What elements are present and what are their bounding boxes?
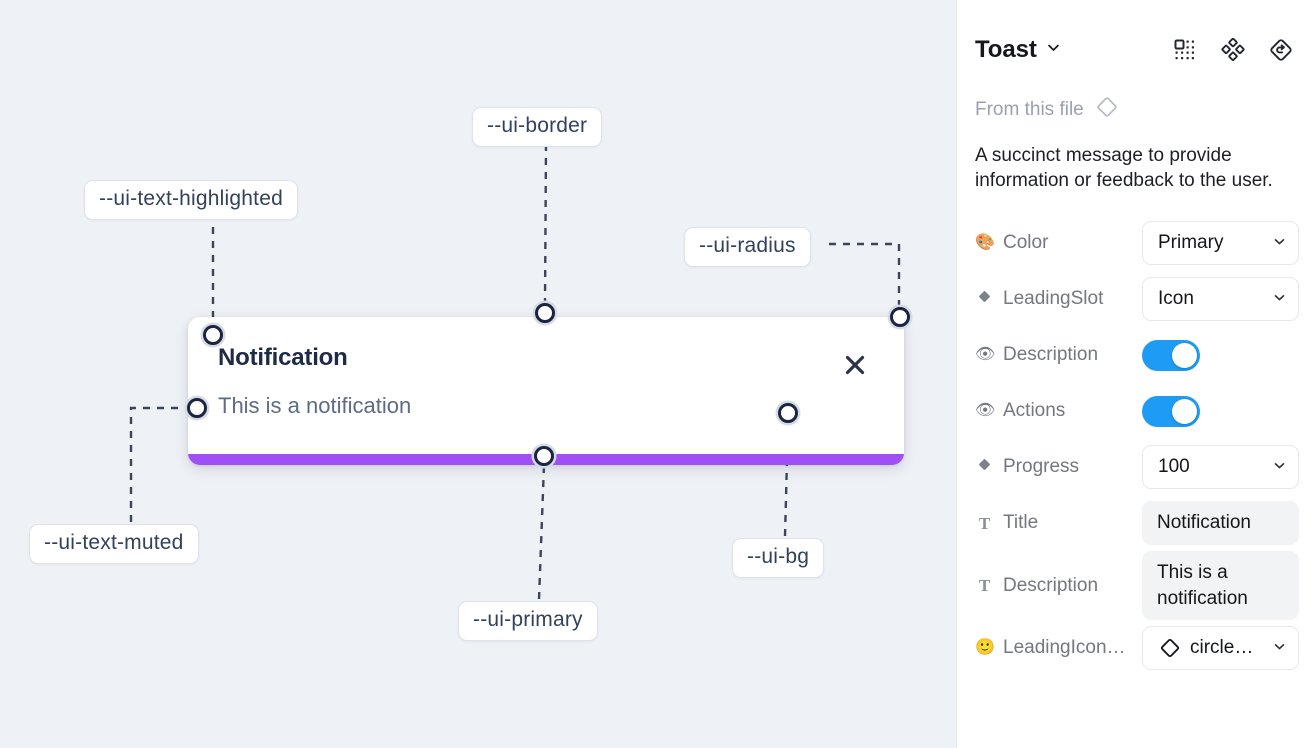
property-control-description-toggle	[1142, 339, 1299, 371]
annotation-chip-ui-border[interactable]: --ui-border	[472, 107, 603, 147]
reset-instance-icon[interactable]	[1268, 37, 1294, 63]
annotation-chip-ui-radius[interactable]: --ui-radius	[684, 227, 811, 267]
property-label-leadingicon: 🙂 LeadingIcon…	[975, 637, 1142, 659]
color-select[interactable]: Primary	[1142, 221, 1299, 266]
chevron-down-icon[interactable]	[1046, 40, 1061, 60]
handle-ui-primary[interactable]	[534, 446, 554, 466]
property-row-description-toggle: 👁 Description	[975, 327, 1294, 383]
color-select-value: Primary	[1158, 232, 1224, 254]
toast-component[interactable]: Notification This is a notification	[188, 317, 904, 465]
description-input[interactable]: This is a notification	[1142, 551, 1299, 621]
property-control-description-text: This is a notification	[1142, 551, 1299, 621]
chevron-down-icon	[1273, 640, 1286, 656]
property-label-text: Title	[1003, 512, 1039, 534]
property-control-actions-toggle	[1142, 395, 1299, 427]
property-label-text: LeadingSlot	[1003, 288, 1104, 310]
property-row-leadingslot: LeadingSlot Icon	[975, 271, 1299, 327]
text-icon: T	[978, 513, 991, 533]
property-label-color: 🎨 Color	[975, 232, 1142, 254]
properties-panel: Toast	[956, 0, 1312, 748]
property-label-text: LeadingIcon…	[1003, 637, 1126, 659]
diamond-icon	[1158, 636, 1182, 660]
progress-select[interactable]: 100	[1142, 445, 1299, 490]
annotation-chip-ui-bg[interactable]: --ui-bg	[732, 538, 825, 578]
property-row-title: T Title Notification	[975, 495, 1299, 551]
property-label-title: T Title	[975, 512, 1142, 534]
page-title: Toast	[975, 36, 1037, 63]
property-label-text: Description	[1003, 574, 1099, 596]
annotation-chip-ui-text-highlighted[interactable]: --ui-text-highlighted	[84, 180, 298, 220]
leadingslot-select[interactable]: Icon	[1142, 277, 1299, 322]
handle-ui-border[interactable]	[535, 303, 555, 323]
chevron-down-icon	[1273, 235, 1286, 251]
property-rows: 🎨 Color Primary	[975, 215, 1299, 676]
annotation-chip-ui-text-muted[interactable]: --ui-text-muted	[29, 524, 199, 564]
panel-header: Toast	[975, 0, 1294, 74]
smiley-emoji-icon: 🙂	[975, 639, 995, 657]
toast-title: Notification	[218, 344, 348, 371]
property-label-description-toggle: 👁 Description	[975, 344, 1142, 366]
palette-emoji-icon: 🎨	[975, 234, 995, 252]
chevron-down-icon	[1273, 291, 1286, 307]
toast-description: This is a notification	[218, 393, 412, 418]
property-control-leadingslot: Icon	[1142, 277, 1299, 322]
property-control-progress: 100	[1142, 445, 1299, 490]
property-row-color: 🎨 Color Primary	[975, 215, 1299, 271]
from-this-file-row[interactable]: From this file	[975, 94, 1294, 125]
property-row-leadingicon: 🙂 LeadingIcon… circle…	[975, 620, 1299, 676]
handle-ui-radius[interactable]	[890, 307, 910, 327]
property-row-progress: Progress 100	[975, 439, 1299, 495]
property-control-title: Notification	[1142, 501, 1299, 546]
property-label-text: Progress	[1003, 456, 1080, 478]
property-control-color: Primary	[1142, 221, 1299, 266]
property-label-text: Actions	[1003, 400, 1066, 422]
component-description: A succinct message to provide informatio…	[975, 145, 1273, 192]
component-instance-icon[interactable]	[1172, 37, 1198, 63]
text-icon: T	[978, 576, 991, 596]
panel-title-group[interactable]: Toast	[975, 36, 1061, 64]
property-row-description-text: T Description This is a notification	[975, 551, 1299, 621]
eye-emoji-icon: 👁	[975, 346, 996, 364]
property-label-text: Color	[1003, 232, 1049, 254]
toggle-knob	[1172, 398, 1197, 424]
property-label-progress: Progress	[975, 456, 1142, 478]
property-label-description-text: T Description	[975, 575, 1142, 597]
diamond-icon	[1094, 94, 1120, 125]
property-control-leadingicon: circle…	[1142, 626, 1299, 671]
handle-ui-bg[interactable]	[778, 403, 798, 423]
handle-ui-text-muted[interactable]	[187, 398, 207, 418]
eye-emoji-icon: 👁	[975, 402, 996, 420]
property-label-leadingslot: LeadingSlot	[975, 288, 1142, 310]
property-label-text: Description	[1003, 344, 1099, 366]
design-canvas[interactable]: Notification This is a notification --ui…	[0, 0, 956, 748]
from-this-file-label: From this file	[975, 98, 1084, 120]
close-icon[interactable]	[840, 350, 870, 380]
property-label-actions-toggle: 👁 Actions	[975, 400, 1142, 422]
diamond-icon	[975, 288, 994, 310]
component-icon[interactable]	[1220, 37, 1246, 63]
leadingicon-select-value: circle…	[1190, 637, 1254, 659]
actions-toggle[interactable]	[1142, 395, 1200, 427]
title-input[interactable]: Notification	[1142, 501, 1299, 546]
diamond-icon	[975, 456, 994, 478]
property-row-actions-toggle: 👁 Actions	[975, 383, 1294, 439]
leadingicon-select[interactable]: circle…	[1142, 626, 1299, 671]
description-toggle[interactable]	[1142, 339, 1200, 371]
chevron-down-icon	[1273, 459, 1286, 475]
progress-select-value: 100	[1158, 456, 1190, 478]
panel-header-icons	[1172, 37, 1294, 63]
toggle-knob	[1172, 342, 1197, 368]
leadingslot-select-value: Icon	[1158, 288, 1194, 310]
annotation-chip-ui-primary[interactable]: --ui-primary	[458, 601, 598, 641]
handle-ui-text-highlighted[interactable]	[203, 325, 223, 345]
